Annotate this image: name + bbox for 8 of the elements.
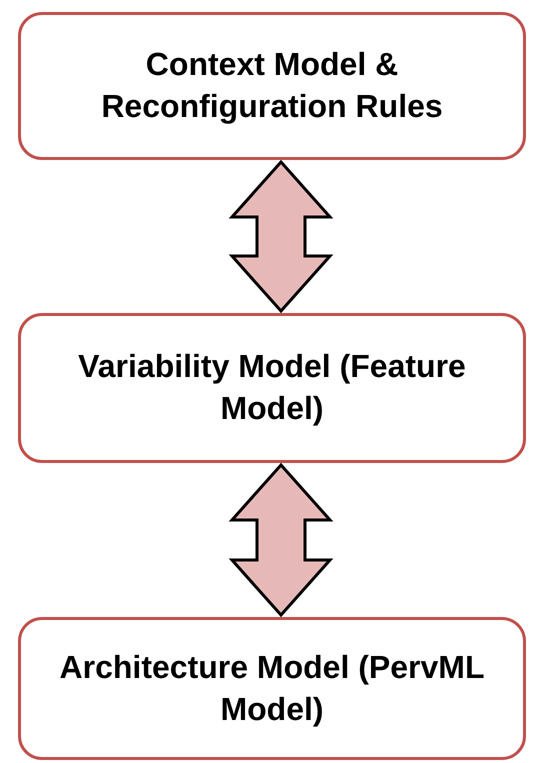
process-box	[18, 12, 526, 160]
box-label: Context Model & Reconfiguration Rules	[100, 45, 444, 126]
process-box	[18, 313, 526, 463]
double-arrow	[228, 462, 334, 618]
box-label: Architecture Model (PervML Model)	[58, 648, 486, 729]
box-label: Variability Model (Feature Model)	[77, 347, 467, 428]
double-arrow	[228, 160, 334, 314]
process-box	[18, 617, 526, 760]
